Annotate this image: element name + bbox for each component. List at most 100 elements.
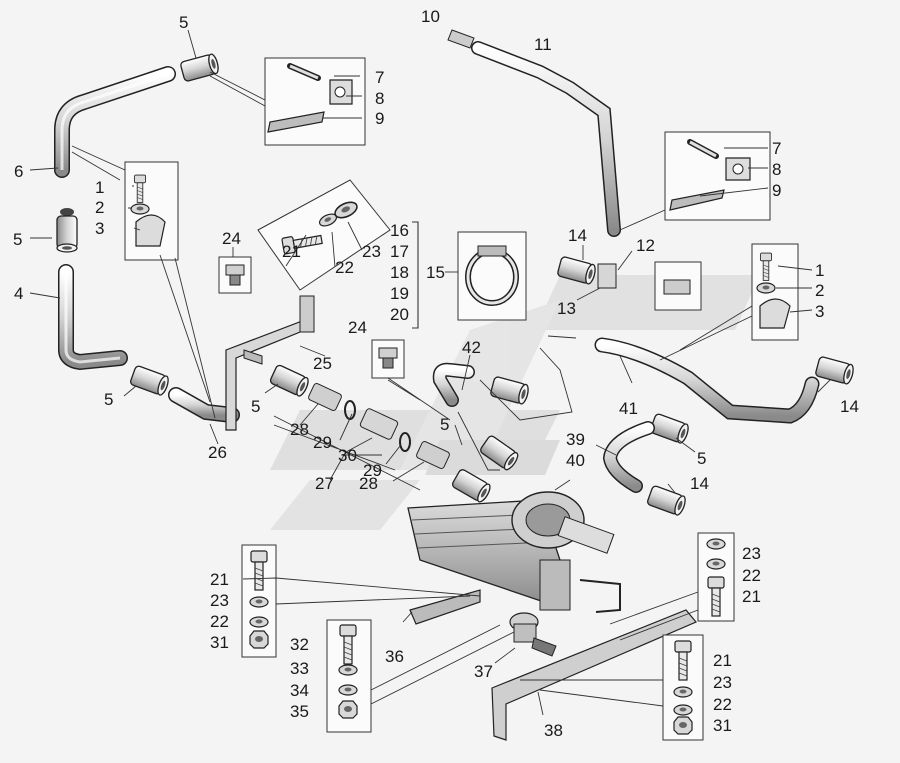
callout-31: 31 xyxy=(210,633,229,652)
callout-8: 8 xyxy=(375,89,385,108)
callout-21: 21 xyxy=(210,570,229,589)
sleeve-5-left xyxy=(56,215,78,253)
callout-4: 4 xyxy=(14,284,24,303)
part-37 xyxy=(509,612,557,657)
callout-22: 22 xyxy=(742,566,761,585)
callout-34: 34 xyxy=(290,681,309,700)
sleeve-5-right xyxy=(648,412,691,445)
callout-24: 24 xyxy=(348,318,367,337)
callout-14: 14 xyxy=(568,226,587,245)
detail-box-clamp-top-left xyxy=(264,57,366,146)
fitting-assembly-28-30 xyxy=(308,382,450,470)
callout-28: 28 xyxy=(359,474,378,493)
callout-22: 22 xyxy=(713,695,732,714)
left-pipe-assembly xyxy=(54,66,240,423)
fastener-box-right-top xyxy=(697,532,735,622)
callout-3: 3 xyxy=(95,219,105,238)
bracket-25 xyxy=(225,295,315,431)
callout-28: 28 xyxy=(290,420,309,439)
callout-8: 8 xyxy=(772,160,782,179)
sleeve-14-lower xyxy=(645,484,688,517)
sleeve-5-top xyxy=(179,52,221,83)
sleeve-14-right xyxy=(814,355,856,386)
callout-7: 7 xyxy=(772,139,782,158)
callout-10: 10 xyxy=(421,7,440,26)
callout-15: 15 xyxy=(426,263,445,282)
detail-box-hose-clamp-15 xyxy=(457,231,527,321)
leader-lines xyxy=(29,29,831,716)
callout-30: 30 xyxy=(338,446,357,465)
callout-19: 19 xyxy=(390,284,409,303)
callout-6: 6 xyxy=(14,162,24,181)
callout-1: 1 xyxy=(815,261,825,280)
callout-5: 5 xyxy=(104,390,114,409)
heater-40 xyxy=(407,491,621,613)
pipe-11 xyxy=(447,29,621,237)
callout-23: 23 xyxy=(210,591,229,610)
callout-37: 37 xyxy=(474,662,493,681)
callout-33: 33 xyxy=(290,659,309,678)
callout-27: 27 xyxy=(315,474,334,493)
callout-7: 7 xyxy=(375,68,385,87)
callout-36: 36 xyxy=(385,647,404,666)
callout-23: 23 xyxy=(362,242,381,261)
detail-box-clamp-right xyxy=(664,131,771,221)
callout-12: 12 xyxy=(636,236,655,255)
callout-31: 31 xyxy=(713,716,732,735)
sleeve-5-lower xyxy=(128,364,171,397)
callout-21: 21 xyxy=(742,587,761,606)
callout-22: 22 xyxy=(335,258,354,277)
callout-42: 42 xyxy=(462,338,481,357)
pipe-41 xyxy=(594,337,820,424)
callout-3: 3 xyxy=(815,302,825,321)
callout-17: 17 xyxy=(390,242,409,261)
callout-32: 32 xyxy=(290,635,309,654)
callout-5: 5 xyxy=(251,397,261,416)
pipe-39 xyxy=(602,421,655,493)
sleeve-5-mid xyxy=(268,363,312,399)
detail-box-bolt-21 xyxy=(257,179,391,291)
detail-box-clamp-left xyxy=(124,161,179,261)
callout-39: 39 xyxy=(566,430,585,449)
callout-29: 29 xyxy=(313,433,332,452)
bracket-38 xyxy=(491,609,697,741)
callout-41: 41 xyxy=(619,399,638,418)
detail-box-clamp-right-lower xyxy=(751,243,799,341)
callout-16: 16 xyxy=(390,221,409,240)
callout-23: 23 xyxy=(742,544,761,563)
callout-38: 38 xyxy=(544,721,563,740)
plug-24-left xyxy=(218,256,252,294)
callout-35: 35 xyxy=(290,702,309,721)
callout-29: 29 xyxy=(363,461,382,480)
fastener-box-right-bottom xyxy=(662,634,704,741)
fastener-box-left xyxy=(241,544,277,658)
fastener-box-bottom xyxy=(326,619,372,733)
callout-22: 22 xyxy=(210,612,229,631)
callout-23: 23 xyxy=(713,673,732,692)
callout-9: 9 xyxy=(772,181,782,200)
callout-5: 5 xyxy=(179,13,189,32)
callout-5: 5 xyxy=(697,449,707,468)
callout-21: 21 xyxy=(713,651,732,670)
callout-18: 18 xyxy=(390,263,409,282)
callout-26: 26 xyxy=(208,443,227,462)
callout-40: 40 xyxy=(566,451,585,470)
callout-21: 21 xyxy=(282,242,301,261)
callout-25: 25 xyxy=(313,354,332,373)
callout-14: 14 xyxy=(690,474,709,493)
callout-13: 13 xyxy=(557,299,576,318)
plug-24-center xyxy=(371,339,405,379)
valve-12-13 xyxy=(597,261,702,311)
callout-24: 24 xyxy=(222,229,241,248)
callout-20: 20 xyxy=(390,305,409,324)
callout-9: 9 xyxy=(375,109,385,128)
callout-5: 5 xyxy=(440,415,450,434)
callout-2: 2 xyxy=(815,281,825,300)
callout-1: 1 xyxy=(95,178,105,197)
callout-2: 2 xyxy=(95,198,105,217)
callout-14: 14 xyxy=(840,397,859,416)
callout-11: 11 xyxy=(534,35,552,54)
callout-5: 5 xyxy=(13,230,23,249)
